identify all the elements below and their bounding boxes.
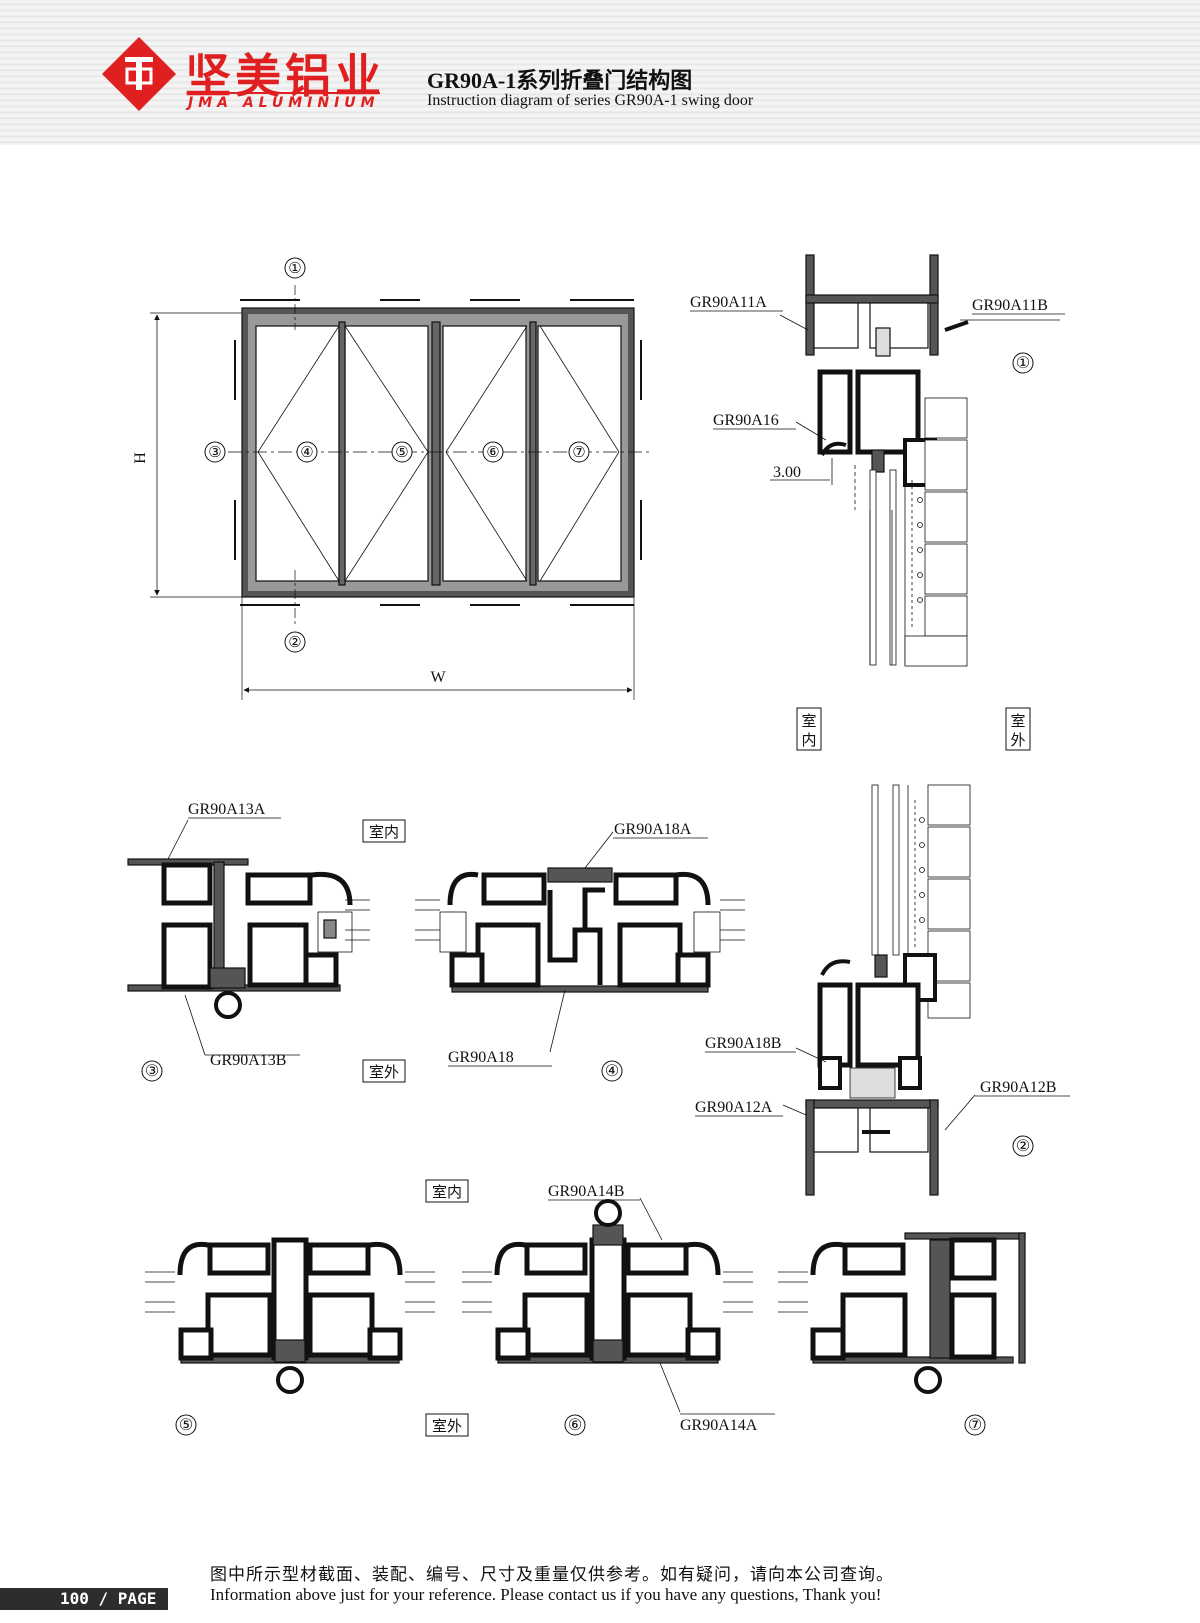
part-label-a16: GR90A16 [713, 412, 779, 429]
brand-name-en: JMA ALUMINIUM [188, 92, 380, 111]
section-1-labels: GR90A11A GR90A11B GR90A16 3.00 ① [690, 294, 1065, 481]
section-7-drawing [778, 1232, 1026, 1394]
part-label-a12a: GR90A12A [695, 1099, 773, 1116]
section-4-drawing [415, 831, 745, 1053]
indoor-label-bottom: 室内 [432, 1184, 462, 1201]
part-label-a18: GR90A18 [448, 1049, 514, 1066]
section-1-side-labels: 室 内 室 外 [796, 707, 1031, 751]
section-3-drawing [127, 819, 370, 1056]
part-label-a13b: GR90A13B [210, 1052, 286, 1069]
section-1-drawing [770, 254, 1060, 667]
outdoor-label-vertical-2: 外 [1010, 732, 1025, 749]
bottom-row-labels: GR90A14B GR90A14A ⑤ ⑥ ⑦ [175, 1183, 986, 1436]
header-band [0, 0, 1200, 145]
brand-logo-icon [102, 37, 176, 111]
page-title-en: Instruction diagram of series GR90A-1 sw… [427, 92, 754, 109]
section-2-labels: GR90A18B GR90A12A GR90A12B ② [695, 1035, 1070, 1157]
indoor-label-vertical-1: 室 [801, 713, 816, 730]
section-marker-7: ⑦ [968, 1417, 982, 1434]
elevation-labels: H W [132, 452, 446, 686]
elevation-markers: ① ② ③ ④ ⑤ ⑥ ⑦ [204, 257, 590, 653]
gap-dimension: 3.00 [773, 464, 801, 481]
section-3-labels: GR90A13A GR90A13B ③ [141, 801, 300, 1082]
part-label-a14b: GR90A14B [548, 1183, 624, 1200]
part-label-a18b: GR90A18B [705, 1035, 781, 1052]
section-2-drawing [782, 784, 976, 1196]
svg-text:⑥: ⑥ [486, 445, 499, 461]
page-number: 100 / PAGE [60, 1589, 157, 1608]
brand-name-cn: 坚美铝业 [185, 49, 385, 103]
section-marker-2: ② [1016, 1138, 1030, 1155]
svg-text:③: ③ [208, 445, 221, 461]
part-label-a12b: GR90A12B [980, 1079, 1056, 1096]
indoor-label-mid: 室内 [369, 824, 399, 841]
svg-text:⑦: ⑦ [572, 445, 585, 461]
section-4-labels: GR90A18A GR90A18 ④ [448, 821, 708, 1082]
page-tab [0, 1588, 168, 1610]
outdoor-label-vertical-1: 室 [1010, 713, 1025, 730]
part-label-a11a: GR90A11A [690, 294, 767, 311]
section-marker-6: ⑥ [568, 1417, 582, 1434]
part-label-a11b: GR90A11B [972, 297, 1048, 314]
svg-text:②: ② [288, 635, 301, 651]
width-label: W [430, 669, 446, 686]
part-label-a13a: GR90A13A [188, 801, 266, 818]
bottom-side-labels: 室内 室外 [425, 1179, 469, 1437]
section-6-drawing [462, 1197, 753, 1413]
svg-text:⑤: ⑤ [395, 445, 408, 461]
mid-side-labels: 室内 室外 [362, 819, 406, 1083]
section-marker-5: ⑤ [179, 1417, 193, 1434]
outdoor-label-bottom: 室外 [432, 1418, 462, 1435]
part-label-a14a: GR90A14A [680, 1417, 758, 1434]
height-label: H [132, 452, 149, 464]
indoor-label-vertical-2: 内 [801, 732, 816, 749]
svg-text:④: ④ [300, 445, 313, 461]
footer-note-en: Information above just for your referenc… [210, 1585, 882, 1604]
outdoor-label-mid: 室外 [369, 1064, 399, 1081]
page-title-cn: GR90A-1系列折叠门结构图 [427, 68, 693, 93]
svg-text:①: ① [288, 261, 301, 277]
door-elevation [150, 285, 650, 700]
section-marker-3: ③ [145, 1063, 159, 1080]
footer-note-cn: 图中所示型材截面、装配、编号、尺寸及重量仅供参考。如有疑问，请向本公司查询。 [210, 1565, 894, 1585]
section-marker-1: ① [1016, 355, 1030, 372]
section-marker-4: ④ [605, 1063, 619, 1080]
section-5-drawing [145, 1237, 435, 1394]
part-label-a18a: GR90A18A [614, 821, 692, 838]
